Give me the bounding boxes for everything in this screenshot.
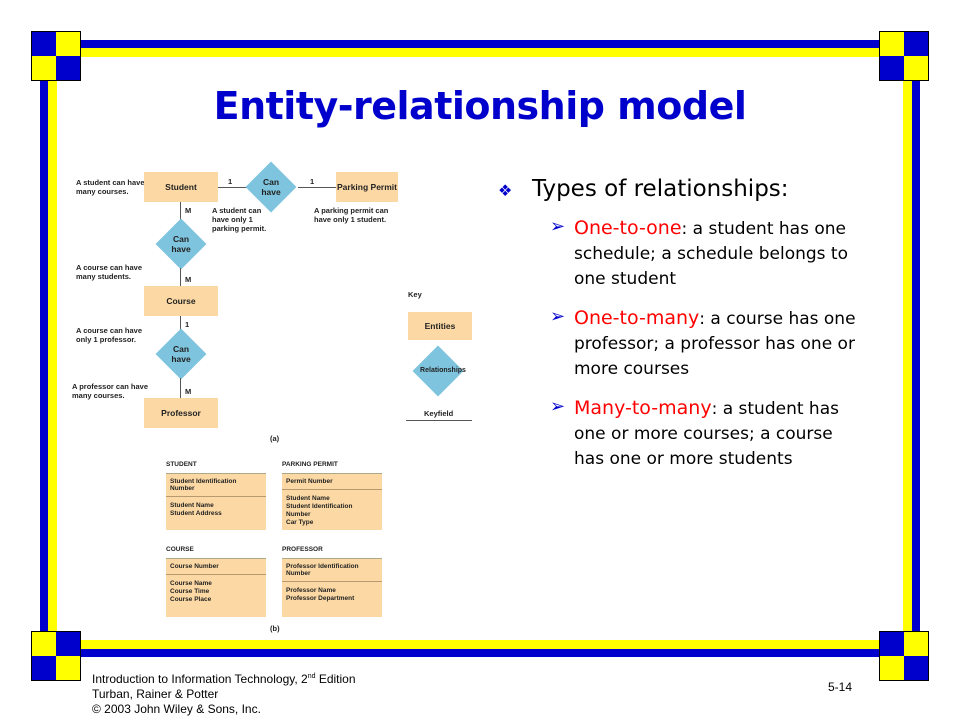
table-professor-title: PROFESSOR (282, 546, 323, 553)
key-relationships-label: Relationships (420, 367, 466, 374)
arrow-bullet-icon: ➢ (550, 396, 566, 417)
caption-b: (b) (270, 624, 280, 633)
cardinality-label: 1 (310, 177, 315, 186)
table-student: Student Identification Number Student Na… (166, 473, 266, 530)
key-keyfield-label: Keyfield (424, 409, 454, 418)
key-label: Key (408, 290, 422, 299)
key-entities: Entities (408, 312, 472, 340)
frame-right-yellow (903, 80, 912, 632)
desc-one-to-one: : a student has one schedule; a schedule… (574, 219, 848, 289)
cardinality-label: 1 (185, 320, 190, 329)
frame-top-blue (56, 40, 904, 48)
connector-line (180, 202, 181, 228)
main-bullet: ❖ Types of relationships: (498, 176, 878, 202)
desc-many-to-many: : a student has one or more courses; a c… (574, 399, 839, 469)
frame-bottom-yellow (56, 640, 904, 649)
table-course-field: Course Name (170, 580, 212, 587)
term-many-to-many: Many-to-many (574, 397, 712, 419)
desc-one-to-many: : a course has one professor; a professo… (574, 309, 856, 379)
connector-line (180, 316, 181, 338)
table-course-field: Course Time (170, 588, 210, 595)
entity-professor: Professor (144, 398, 218, 428)
table-course-field: Course Place (170, 596, 212, 603)
main-bullet-text: Types of relationships: (532, 176, 789, 202)
table-student-field: Student Name (170, 502, 214, 509)
connector-line (298, 187, 336, 188)
corner-bottom-right (879, 631, 929, 681)
corner-top-right (879, 31, 929, 81)
sub-bullet-one-to-many: ➢ One-to-many: a course has one professo… (550, 306, 878, 382)
footer-line-2: Turban, Rainer & Potter (92, 687, 219, 701)
cardinality-label: 1 (228, 177, 233, 186)
term-one-to-one: One-to-one (574, 217, 682, 239)
table-course-title: COURSE (166, 546, 194, 553)
table-permit: Permit Number Student Name Student Ident… (282, 473, 382, 530)
corner-bottom-left (31, 631, 81, 681)
table-student-title: STUDENT (166, 461, 197, 468)
footer-line-1: Introduction to Information Technology, … (92, 672, 356, 686)
table-student-field: Student Address (170, 510, 222, 517)
table-permit-field: Student Identification Number (286, 503, 353, 518)
frame-top-yellow (56, 48, 904, 57)
entity-course: Course (144, 286, 218, 316)
term-one-to-many: One-to-many (574, 307, 700, 329)
key-keyfield-line (406, 420, 472, 421)
cardinality-label: M (185, 275, 192, 284)
table-course: Course Number Course Name Course Time Co… (166, 558, 266, 617)
connector-line (218, 187, 256, 188)
cardinality-label: M (185, 206, 192, 215)
caption-a: (a) (270, 434, 280, 443)
connector-line (180, 378, 181, 398)
sub-bullet-many-to-many: ➢ Many-to-many: a student has one or mor… (550, 396, 878, 472)
table-professor: Professor Identification Number Professo… (282, 558, 382, 617)
entity-parking-permit: Parking Permit (336, 172, 398, 202)
table-professor-key: Professor Identification Number (282, 559, 382, 582)
table-student-key: Student Identification Number (166, 474, 266, 497)
slide-title: Entity-relationship model (213, 84, 747, 128)
arrow-bullet-icon: ➢ (550, 306, 566, 327)
frame-bottom-blue (56, 649, 904, 657)
sub-bullet-one-to-one: ➢ One-to-one: a student has one schedule… (550, 216, 878, 292)
footer-credits: Introduction to Information Technology, … (92, 669, 356, 717)
footer-line-3: © 2003 John Wiley & Sons, Inc. (92, 702, 261, 716)
connector-line (180, 268, 181, 286)
frame-left-blue (40, 80, 48, 632)
table-permit-key: Permit Number (282, 474, 382, 490)
frame-right-blue (912, 80, 920, 632)
table-permit-field: Student Name (286, 495, 330, 502)
table-permit-field: Car Type (286, 519, 314, 526)
table-course-key: Course Number (166, 559, 266, 575)
entity-student: Student (144, 172, 218, 202)
diamond-bullet-icon: ❖ (498, 181, 513, 200)
cardinality-label: M (185, 387, 192, 396)
table-permit-title: PARKING PERMIT (282, 461, 338, 468)
corner-top-left (31, 31, 81, 81)
table-professor-field: Professor Department (286, 595, 355, 602)
frame-left-yellow (48, 80, 57, 632)
table-professor-field: Professor Name (286, 587, 336, 594)
bullet-content: ❖ Types of relationships: ➢ One-to-one: … (498, 176, 878, 472)
page-number: 5-14 (828, 680, 853, 694)
arrow-bullet-icon: ➢ (550, 216, 566, 237)
